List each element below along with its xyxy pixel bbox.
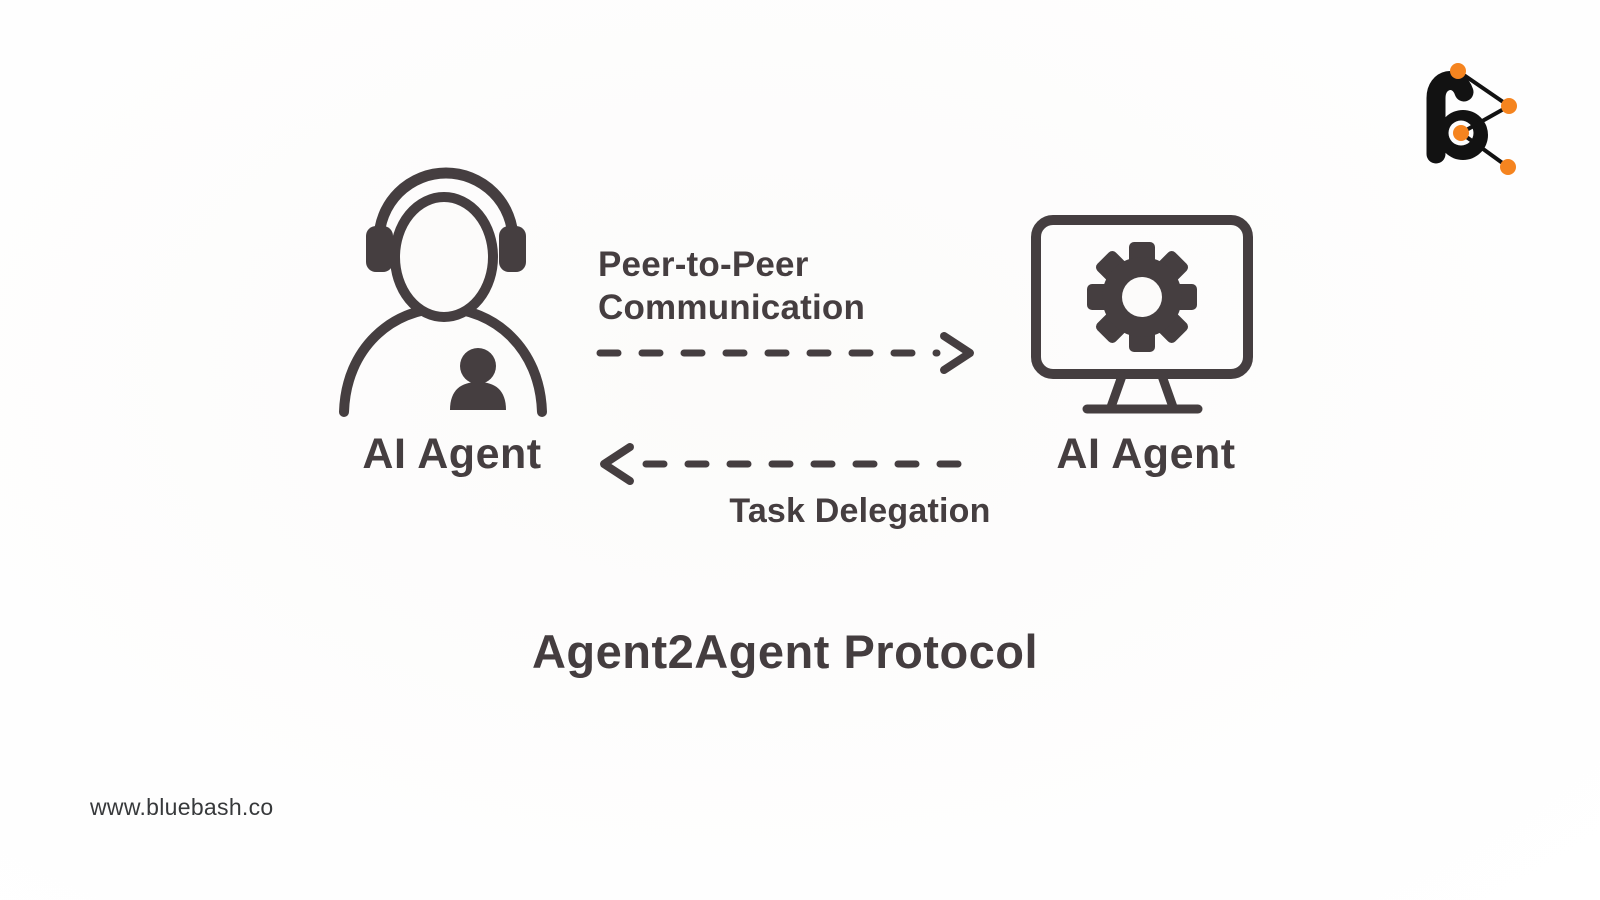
left-agent-label: AI Agent — [362, 430, 542, 478]
person-badge-icon — [450, 348, 506, 410]
logo-network-dots — [1450, 63, 1517, 175]
peer-to-peer-label-line1: Peer-to-Peer — [598, 245, 809, 284]
peer-to-peer-label: Peer-to-Peer Communication — [598, 243, 865, 329]
peer-to-peer-arrow — [596, 332, 974, 374]
peer-to-peer-label-line2: Communication — [598, 288, 866, 327]
monitor-gear-icon — [1031, 215, 1253, 414]
bluebash-logo — [1426, 63, 1517, 175]
task-delegation-label: Task Delegation — [729, 492, 991, 530]
logo-network-lines — [1456, 69, 1511, 169]
right-agent-label: AI Agent — [1056, 430, 1236, 478]
support-agent-headset-icon — [339, 167, 547, 417]
gear-icon — [1087, 242, 1197, 352]
diagram-title: Agent2Agent Protocol — [531, 625, 1039, 678]
task-delegation-arrow — [600, 443, 980, 485]
website-url: www.bluebash.co — [90, 794, 274, 820]
arrowhead-left-icon — [600, 443, 634, 485]
arrowhead-right-icon — [940, 332, 974, 374]
